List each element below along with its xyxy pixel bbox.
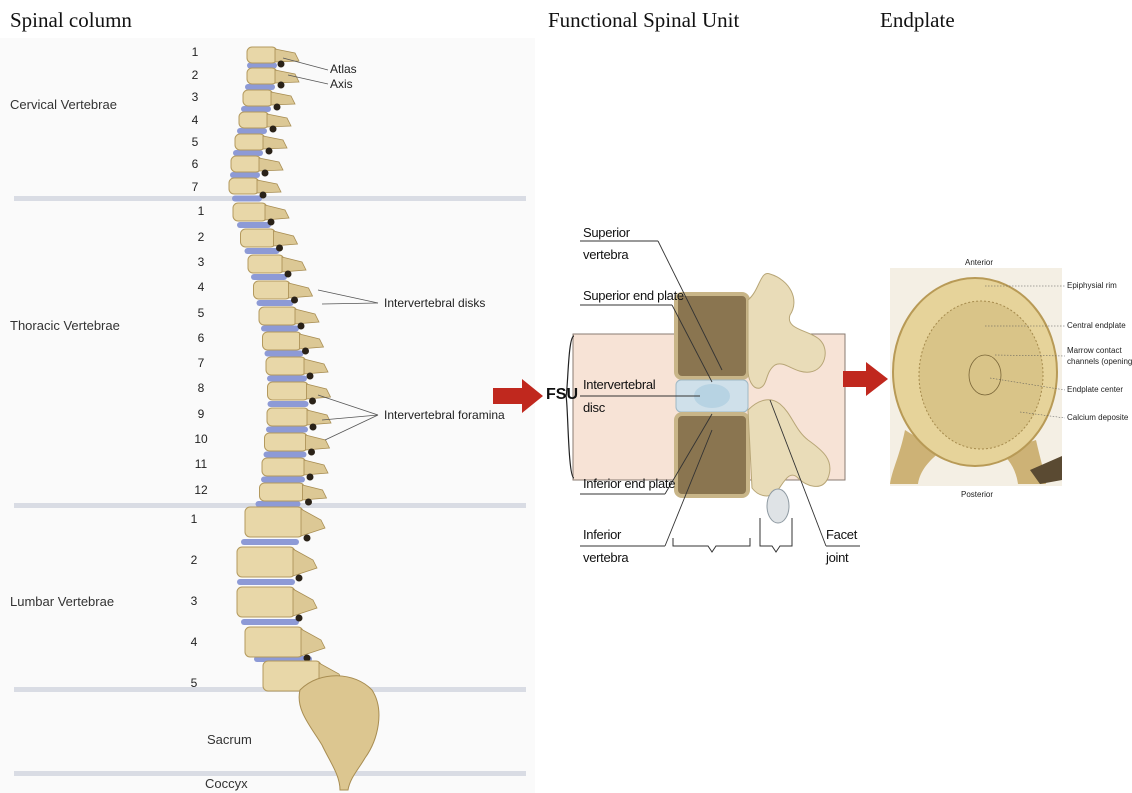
endplate-center-label: Endplate center (1067, 385, 1123, 394)
calcium-deposite-label: Calcium deposite (1067, 413, 1128, 422)
marrow-channels-label-line2: channels (openings) (1067, 357, 1132, 366)
anterior-label: Anterior (965, 258, 993, 267)
central-endplate-label: Central endplate (1067, 321, 1126, 330)
posterior-label: Posterior (961, 490, 993, 499)
central-endplate (919, 301, 1043, 449)
marrow-channels-label-line1: Marrow contact (1067, 346, 1122, 355)
epiphysial-rim-label: Epiphysial rim (1067, 281, 1117, 290)
